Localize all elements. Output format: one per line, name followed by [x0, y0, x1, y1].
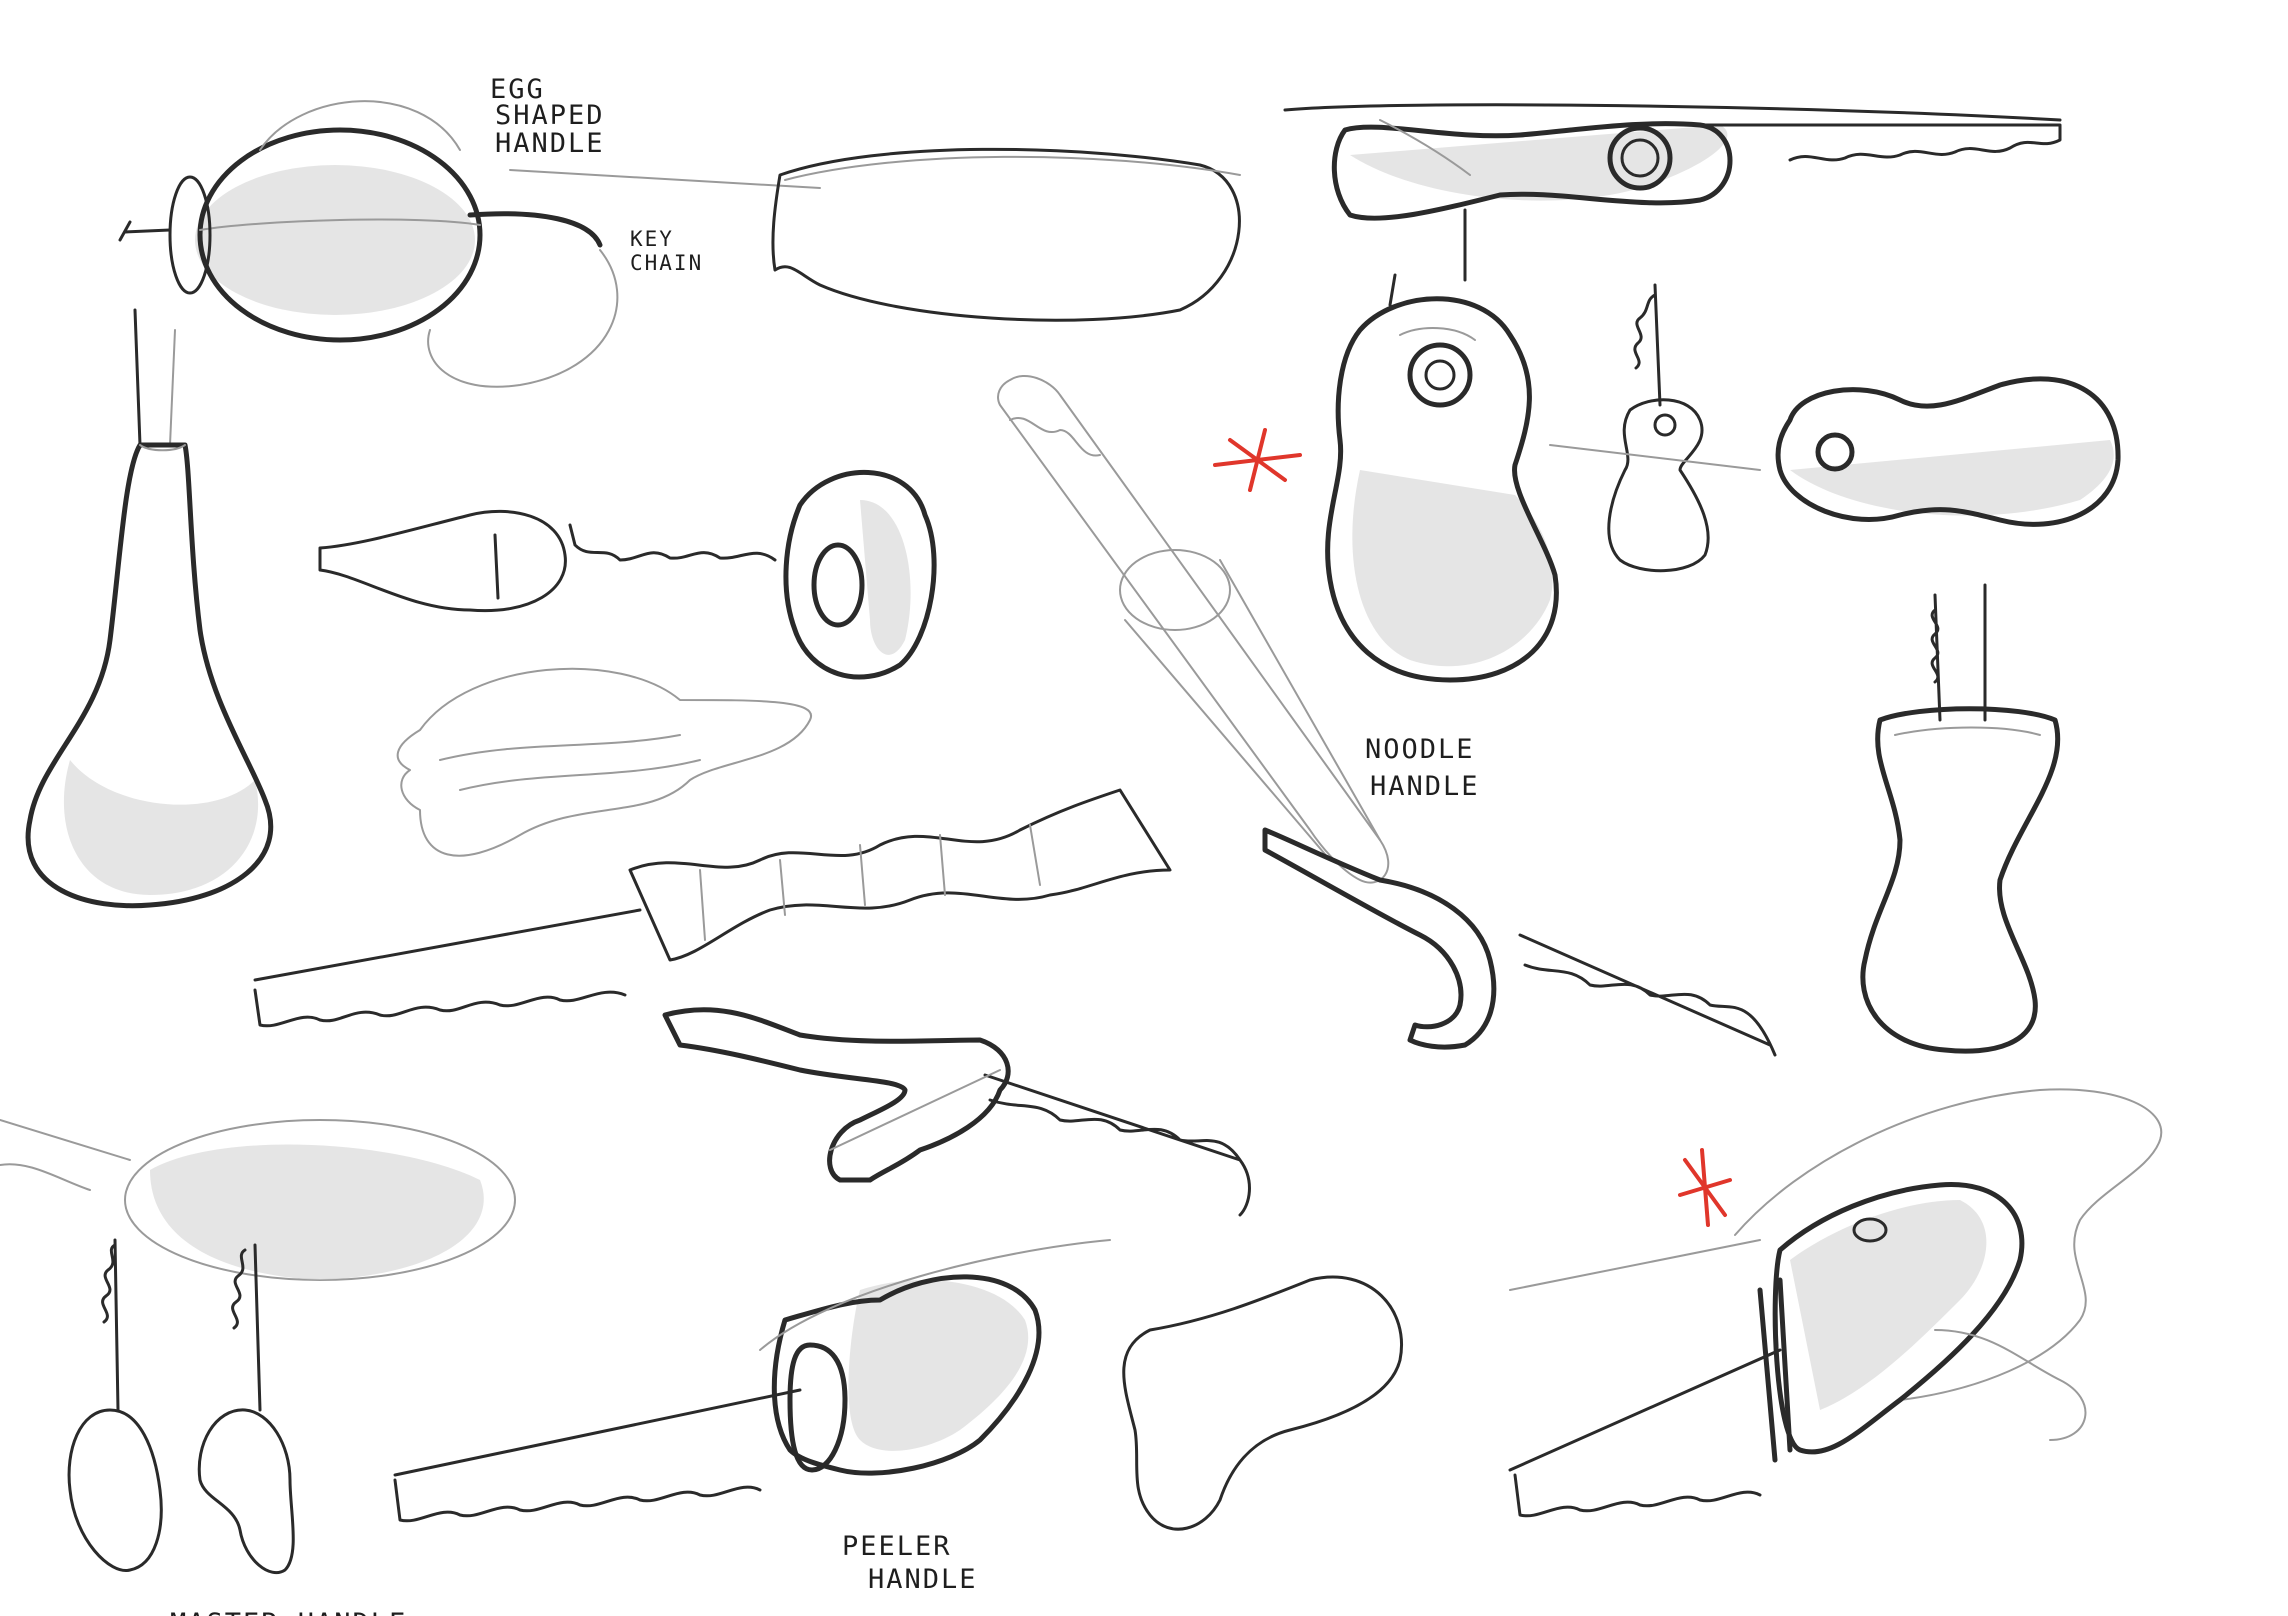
- note-egg-shaped-line3: HANDLE: [495, 128, 605, 159]
- figure-eight-handle-sketch: [1325, 296, 1559, 683]
- note-key-chain-line1: KEY: [630, 227, 674, 251]
- small-peeler-sketch: [1549, 283, 1761, 573]
- note-peeler-handle-line1: PEELER: [842, 1531, 952, 1562]
- note-egg-shaped-line1: EGG: [490, 74, 545, 105]
- cloud-outline-sketch: [1122, 1275, 1403, 1531]
- note-key-chain-line2: CHAIN: [630, 251, 703, 275]
- note-noodle-handle-line1: NOODLE: [1365, 734, 1475, 765]
- note-noodle-handle-line2: HANDLE: [1370, 771, 1480, 802]
- long-handle-outline-sketch: [771, 147, 1241, 322]
- ring-handle-sketch: [318, 470, 937, 680]
- holed-handle-knife-sketch: [1283, 103, 2062, 307]
- note-peeler-handle-line2: HANDLE: [868, 1564, 978, 1595]
- noodle-handle-faint-sketch: [997, 375, 1390, 884]
- highlight-asterisk-bottom: [1678, 1148, 1732, 1227]
- wavy-knife-sketch: [253, 788, 1172, 1028]
- complex-grip-knife-sketch: [1508, 1088, 2163, 1518]
- bell-handle-sketch: [25, 308, 274, 909]
- egg-handle-sketch: [118, 100, 821, 388]
- vase-handle-sketch: [1860, 583, 2061, 1054]
- peeler-grip-knife-sketch: [393, 1239, 1111, 1523]
- note-egg-shaped-line2: SHAPED: [495, 100, 605, 131]
- oval-pendants-sketch: [0, 1119, 516, 1574]
- highlight-asterisk-top: [1213, 428, 1302, 492]
- hook-handle-sketch: [662, 1007, 1251, 1217]
- curved-hook-knife-sketch: [1262, 827, 1777, 1057]
- note-master-handle: MASTER HANDLE: [170, 1608, 407, 1616]
- peanut-handle-sketch: [1775, 376, 2121, 527]
- scribble-blob-sketch: [396, 667, 813, 857]
